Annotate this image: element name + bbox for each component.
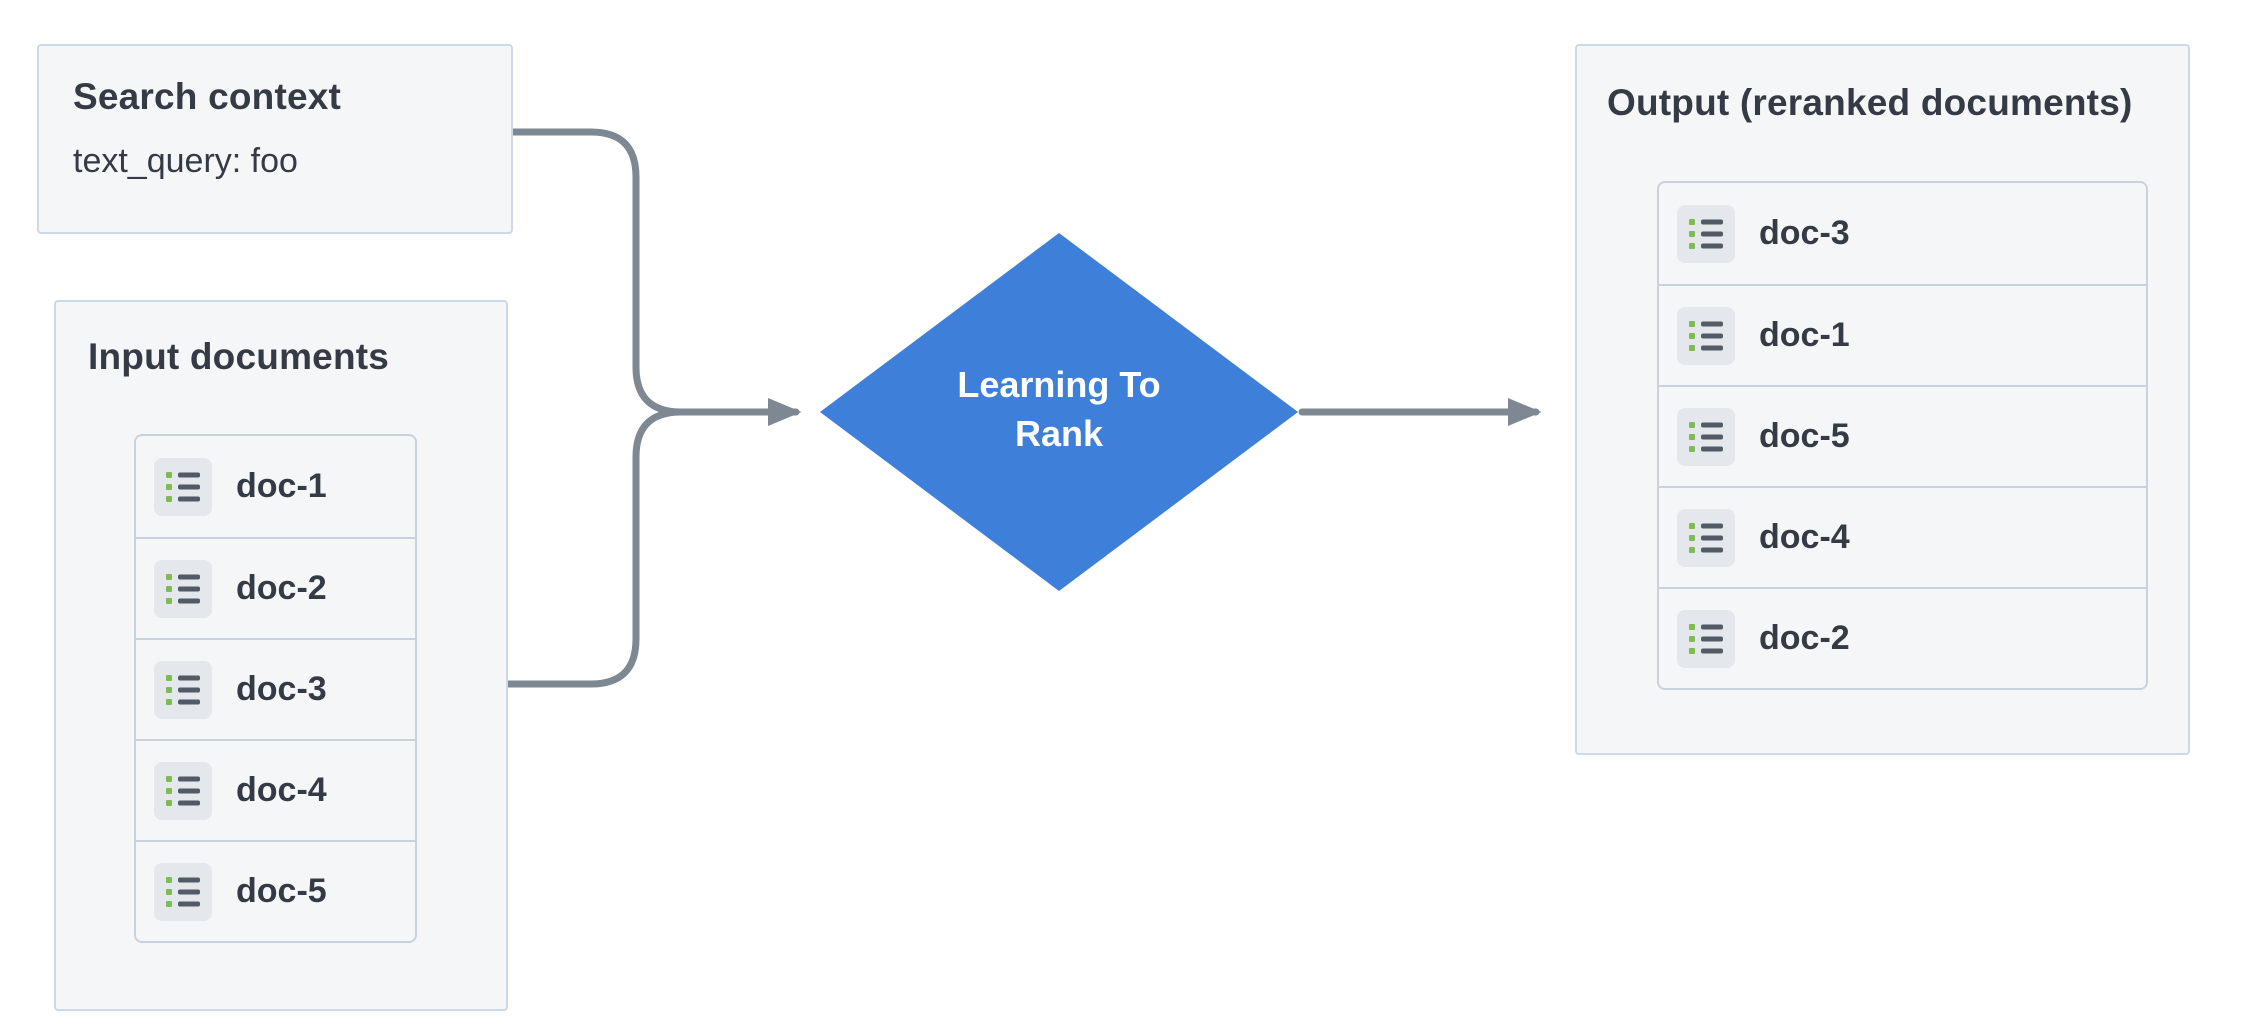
doc-label: doc-3 xyxy=(236,670,327,708)
ltr-diamond-label: Learning To Rank xyxy=(957,364,1161,454)
doc-label: doc-5 xyxy=(1759,417,1850,455)
doc-list-item: doc-3 xyxy=(1659,183,2146,284)
output-doc-list: doc-3 doc-1 doc-5 doc-4 doc-2 xyxy=(1657,181,2148,690)
document-list-icon xyxy=(154,761,212,820)
doc-label: doc-4 xyxy=(236,771,327,809)
search-context-box: Search context text_query: foo xyxy=(37,44,513,234)
doc-label: doc-2 xyxy=(1759,619,1850,657)
doc-list-item: doc-2 xyxy=(1659,587,2146,688)
doc-list-item: doc-2 xyxy=(136,537,415,638)
arrow-docs-to-ltr xyxy=(504,408,685,688)
doc-label: doc-2 xyxy=(236,569,327,607)
arrow-search-to-ltr xyxy=(509,128,802,426)
output-box: Output (reranked documents) doc-3 doc-1 … xyxy=(1575,44,2190,755)
search-context-title: Search context xyxy=(73,76,342,117)
search-context-query: text_query: foo xyxy=(73,142,298,180)
doc-list-item: doc-4 xyxy=(1659,486,2146,587)
doc-list-item: doc-1 xyxy=(136,436,415,537)
input-doc-list: doc-1 doc-2 doc-3 doc-4 doc-5 xyxy=(134,434,417,943)
doc-list-item: doc-4 xyxy=(136,739,415,840)
doc-label: doc-1 xyxy=(236,467,327,505)
document-list-icon xyxy=(1677,306,1735,365)
output-title: Output (reranked documents) xyxy=(1607,82,2133,123)
doc-label: doc-5 xyxy=(236,872,327,910)
doc-label: doc-3 xyxy=(1759,214,1850,252)
document-list-icon xyxy=(1677,609,1735,668)
document-list-icon xyxy=(154,457,212,516)
doc-label: doc-4 xyxy=(1759,518,1850,556)
doc-list-item: doc-3 xyxy=(136,638,415,739)
doc-list-item: doc-5 xyxy=(1659,385,2146,486)
document-list-icon xyxy=(154,559,212,618)
doc-label: doc-1 xyxy=(1759,316,1850,354)
doc-list-item: doc-1 xyxy=(1659,284,2146,385)
document-list-icon xyxy=(1677,204,1735,263)
input-documents-box: Input documents doc-1 doc-2 doc-3 doc-4 … xyxy=(54,300,508,1011)
document-list-icon xyxy=(154,862,212,921)
input-documents-title: Input documents xyxy=(88,336,390,377)
document-list-icon xyxy=(1677,508,1735,567)
document-list-icon xyxy=(154,660,212,719)
document-list-icon xyxy=(1677,407,1735,466)
doc-list-item: doc-5 xyxy=(136,840,415,941)
